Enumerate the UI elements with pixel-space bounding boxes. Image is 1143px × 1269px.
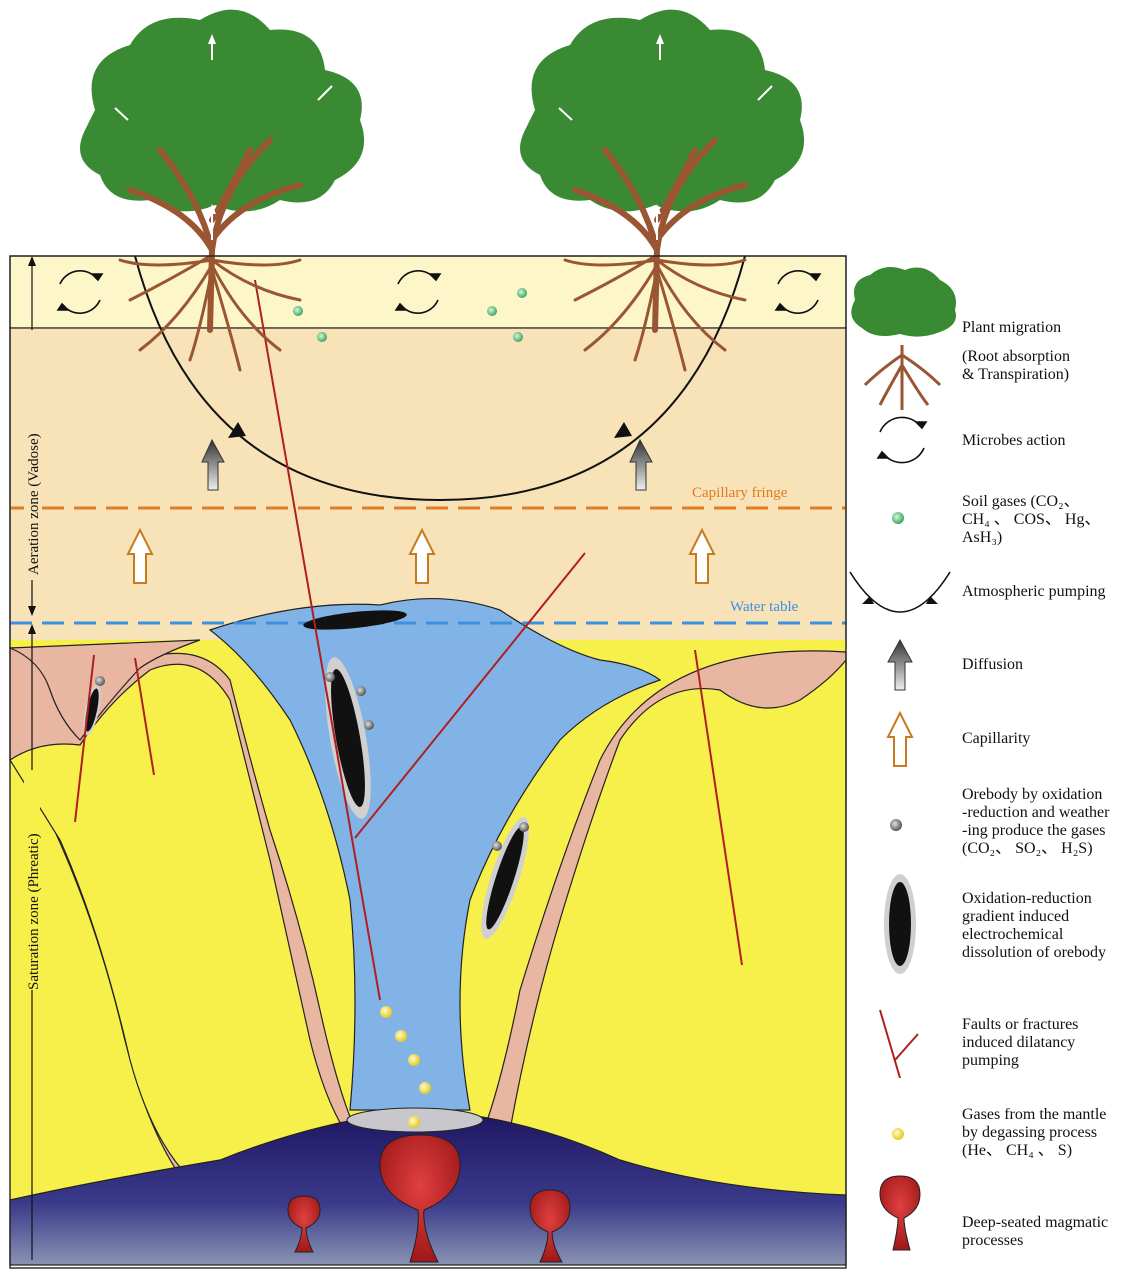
arc-arrows-icon [850,572,950,612]
magma-icon [880,1176,920,1250]
ground-section [10,256,846,1265]
legend-magmatic: Deep-seated magmatic processes [962,1214,1108,1250]
saturation-zone-label: Saturation zone (Phreatic) [26,833,42,990]
yellow-dot-icon [892,1128,904,1140]
legend-orebody-gases: Orebody by oxidation -reduction and weat… [962,786,1109,858]
hollow-arrow-icon [888,713,912,766]
legend-mantle-gases: Gases from the mantle by degassing proce… [962,1106,1106,1160]
orebody-icon [884,874,916,974]
legend-root-absorption: (Root absorption & Transpiration) [962,348,1070,384]
legend-oxidation-reduction: Oxidation-reduction gradient induced ele… [962,890,1106,962]
legend-atmospheric-pumping: Atmospheric pumping [962,583,1106,601]
legend-capillarity: Capillarity [962,730,1030,748]
gray-arrow-icon [888,640,912,690]
gray-dot-icon [890,819,902,831]
fault-icon [880,1010,918,1078]
legend-soil-gases: Soil gases (CO₂、 CH₄ 、 COS、 Hg、 AsH₃) [962,493,1101,547]
green-dot-icon [892,512,904,524]
legend-icons [850,267,956,1250]
topsoil-layer [10,256,846,328]
legend-faults: Faults or fractures induced dilatancy pu… [962,1016,1078,1070]
tree-icon [851,267,956,410]
legend-plant-migration: Plant migration [962,319,1061,337]
capillary-fringe-label: Capillary fringe [692,485,788,501]
aeration-zone-label: Aeration zone (Vadose) [26,433,42,575]
legend-diffusion: Diffusion [962,656,1023,674]
legend-microbes-action: Microbes action [962,432,1066,450]
water-table-label: Water table [730,599,799,615]
circular-arrows-icon [878,417,926,462]
